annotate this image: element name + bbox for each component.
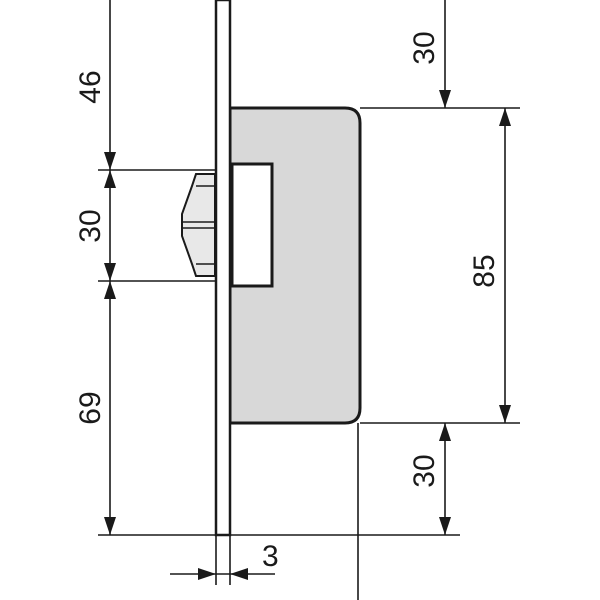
label-plate-thickness: 3 (262, 540, 279, 573)
label-top-offset: 30 (408, 31, 441, 64)
dim-arrows-case (499, 108, 511, 423)
label-bolt-height: 30 (74, 209, 107, 242)
latch-bolt (181, 173, 216, 277)
dim-arrows-plate (198, 568, 248, 580)
face-plate (214, 0, 232, 537)
label-case-height: 85 (468, 254, 501, 287)
dim-arrow-top-offset (439, 90, 451, 108)
dim-arrows-left (104, 152, 116, 535)
case-pocket (230, 162, 274, 288)
dim-arrows-bottom-offset (439, 423, 451, 535)
label-lower-height: 69 (74, 391, 107, 424)
label-bottom-offset: 30 (408, 454, 441, 487)
label-upper-height: 46 (74, 70, 107, 103)
